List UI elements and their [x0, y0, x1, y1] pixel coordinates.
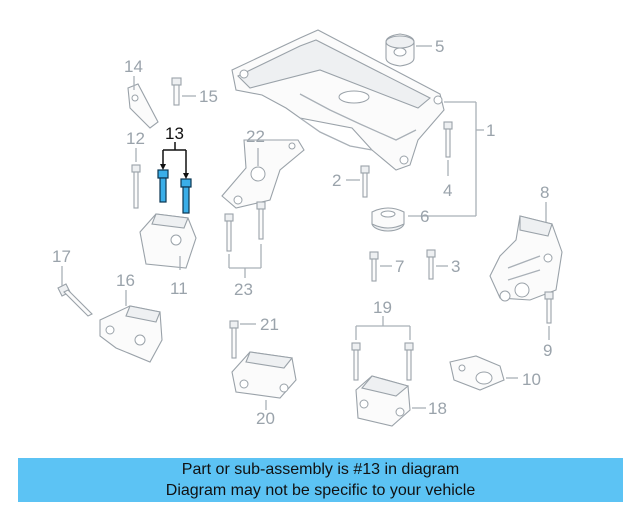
- callout-2[interactable]: 2: [332, 171, 341, 190]
- bolt-part-19-left[interactable]: [351, 342, 361, 381]
- callout-1[interactable]: 1: [486, 121, 495, 140]
- bracket-part-16[interactable]: [99, 305, 163, 363]
- callout-18[interactable]: 18: [428, 399, 447, 418]
- callout-21[interactable]: 21: [260, 315, 279, 334]
- banner-line-disclaimer: Diagram may not be specific to your vehi…: [165, 482, 476, 499]
- bolt-part-23-left[interactable]: [224, 213, 234, 252]
- mount-part-11[interactable]: [139, 213, 197, 269]
- callout-20[interactable]: 20: [256, 409, 275, 428]
- banner-line-part-info: Part or sub-assembly is #13 in diagram: [181, 461, 460, 478]
- subframe-part-1[interactable]: [231, 29, 445, 171]
- callout-6[interactable]: 6: [420, 207, 429, 226]
- bracket-part-14[interactable]: [127, 83, 159, 129]
- callout-3[interactable]: 3: [451, 257, 460, 276]
- mount-part-10[interactable]: [449, 355, 505, 391]
- bolt-part-17[interactable]: [57, 283, 93, 317]
- callout-23[interactable]: 23: [234, 280, 253, 299]
- callout-8[interactable]: 8: [540, 183, 549, 202]
- callout-9[interactable]: 9: [543, 341, 552, 360]
- leader-lines-part-13: [160, 142, 189, 179]
- leader-lines: [61, 45, 550, 410]
- mount-part-18[interactable]: [355, 375, 411, 427]
- bolt-part-15[interactable]: [171, 77, 182, 106]
- bolt-part-12[interactable]: [131, 164, 141, 209]
- callout-15[interactable]: 15: [199, 87, 218, 106]
- callout-16[interactable]: 16: [116, 271, 135, 290]
- mount-bracket-part-8[interactable]: [489, 215, 563, 302]
- bolt-part-9[interactable]: [544, 291, 554, 324]
- callout-17[interactable]: 17: [52, 247, 71, 266]
- bolt-part-7[interactable]: [369, 251, 379, 282]
- callout-10[interactable]: 10: [522, 370, 541, 389]
- bolt-part-13-left[interactable]: [157, 169, 169, 203]
- bolt-part-21[interactable]: [229, 320, 239, 359]
- bushing-part-6[interactable]: [371, 207, 405, 232]
- callout-14[interactable]: 14: [124, 57, 143, 76]
- bolt-part-2[interactable]: [360, 165, 370, 198]
- torque-rod-part-22[interactable]: [221, 139, 305, 209]
- callout-19[interactable]: 19: [373, 298, 392, 317]
- info-banner: Part or sub-assembly is #13 in diagram D…: [18, 458, 623, 502]
- callout-labels: 5 1 2 4 6 7 3 8 9 10 18 19 20 21 22 23 1…: [52, 37, 552, 428]
- bolt-part-23-right[interactable]: [256, 201, 266, 240]
- bolt-part-4[interactable]: [443, 121, 453, 158]
- bolt-part-13-right[interactable]: [180, 178, 192, 214]
- bushing-part-5[interactable]: [385, 33, 415, 67]
- bolt-part-19-right[interactable]: [404, 342, 414, 381]
- callout-4[interactable]: 4: [443, 181, 452, 200]
- callout-13[interactable]: 13: [165, 124, 184, 143]
- bolt-part-3[interactable]: [426, 249, 436, 280]
- callout-11[interactable]: 11: [170, 279, 188, 298]
- callout-22[interactable]: 22: [246, 127, 265, 146]
- mount-part-20[interactable]: [231, 351, 297, 399]
- callout-7[interactable]: 7: [395, 257, 404, 276]
- callout-5[interactable]: 5: [435, 37, 444, 56]
- callout-12[interactable]: 12: [126, 129, 145, 148]
